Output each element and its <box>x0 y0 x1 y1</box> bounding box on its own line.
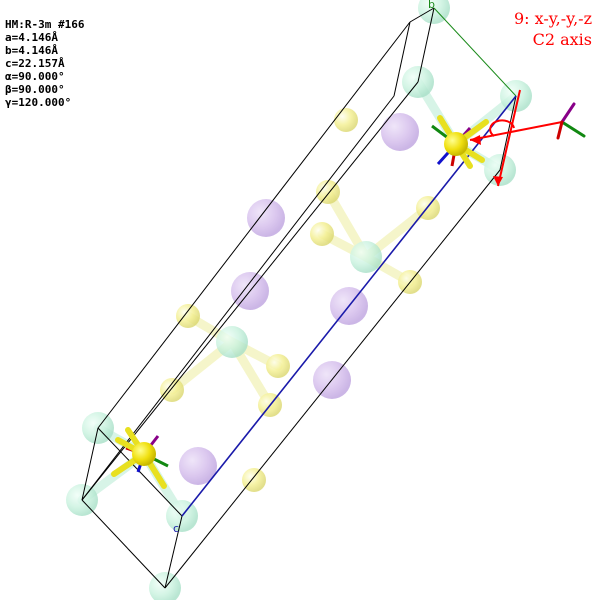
atom-group <box>66 0 532 600</box>
rotation-arc-icon <box>489 119 515 137</box>
atom-yellow <box>266 354 290 378</box>
cell-edge <box>81 427 99 501</box>
b-axis-line <box>433 7 517 97</box>
c2-axis-line <box>497 89 521 187</box>
atom-mint <box>216 326 248 358</box>
c-axis-label: c <box>173 522 179 535</box>
atom-mint <box>418 0 450 24</box>
triad-green <box>560 120 586 138</box>
cell-edge <box>97 427 183 517</box>
triad-purple <box>560 102 576 124</box>
atom-yellow <box>310 222 334 246</box>
atom-purple <box>247 199 285 237</box>
atom-highlighted <box>444 132 468 156</box>
lattice-b: b=4.146Å <box>5 44 58 57</box>
space-group-label: HM:R-3m #166 <box>5 18 85 31</box>
lattice-a: a=4.146Å <box>5 31 58 44</box>
symmetry-atom-lower[interactable] <box>111 427 169 489</box>
atom-highlighted <box>132 442 156 466</box>
c2-axis-marker <box>469 89 563 187</box>
symmetry-atom-upper[interactable] <box>431 115 489 169</box>
angle-beta: β=90.000° <box>5 83 65 96</box>
axis-triad <box>556 102 586 140</box>
atom-yellow <box>242 468 266 492</box>
symmetry-operation: 9: x-y,-y,-z <box>513 9 592 28</box>
atom-purple <box>381 113 419 151</box>
angle-alpha: α=90.000° <box>5 70 65 83</box>
lattice-c: c=22.157Å <box>5 57 65 70</box>
arrowhead-icon <box>470 135 481 145</box>
angle-gamma: γ=120.000° <box>5 96 72 109</box>
triad-red <box>556 120 564 140</box>
cell-edge <box>393 21 411 97</box>
atom-mint <box>350 241 382 273</box>
atom-purple <box>179 447 217 485</box>
symmetry-operation-label: 9: x-y,-y,-z C2 axis <box>514 8 592 50</box>
cell-edge <box>164 169 501 589</box>
unit-cell <box>81 7 517 589</box>
b-axis-label: b <box>428 0 435 11</box>
c-axis-line <box>181 95 517 517</box>
cell-edge <box>409 7 435 23</box>
cell-edge <box>81 95 395 501</box>
cell-edge <box>81 81 419 501</box>
arrowhead-icon <box>493 176 503 186</box>
c2-axis-line <box>469 121 563 141</box>
cell-edge <box>81 499 166 589</box>
atom-yellow <box>176 304 200 328</box>
cell-edge <box>417 7 435 83</box>
atom-yellow <box>334 108 358 132</box>
cell-parameters: HM:R-3m #166 a=4.146Å b=4.146Å c=22.157Å… <box>5 18 84 109</box>
cell-edge <box>97 21 411 429</box>
cell-edge <box>164 515 183 589</box>
symmetry-element: C2 axis <box>532 30 592 49</box>
